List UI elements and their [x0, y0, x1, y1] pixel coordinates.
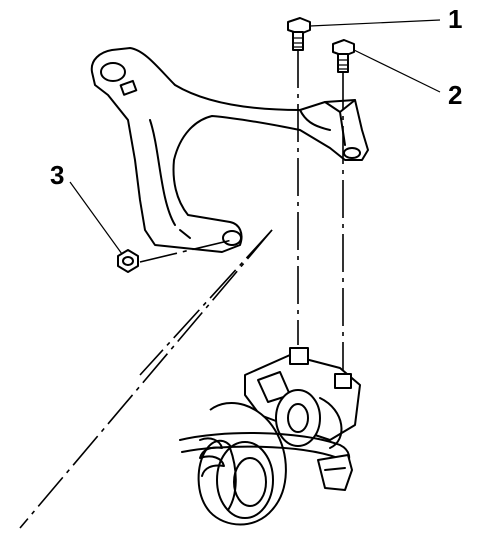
bolt-1 [287, 17, 311, 51]
bracket-stud-boss [222, 230, 242, 246]
bracket-bolt-hole [343, 147, 361, 159]
horn-coil [199, 437, 225, 477]
bolt-2 [332, 39, 355, 73]
callout-label-3: 3 [50, 160, 64, 190]
nut-3 [117, 249, 139, 273]
callout-label-1: 1 [448, 4, 462, 34]
callout-leaders [69, 19, 441, 255]
bracket-hole [100, 62, 126, 82]
bracket-slot [119, 79, 138, 96]
horn-assembly [179, 347, 361, 526]
mounting-bracket [90, 47, 369, 253]
alignment-lines [19, 50, 344, 529]
horn-boss-1 [289, 347, 309, 365]
callout-label-2: 2 [448, 80, 462, 110]
horn-boss-2 [334, 373, 352, 389]
